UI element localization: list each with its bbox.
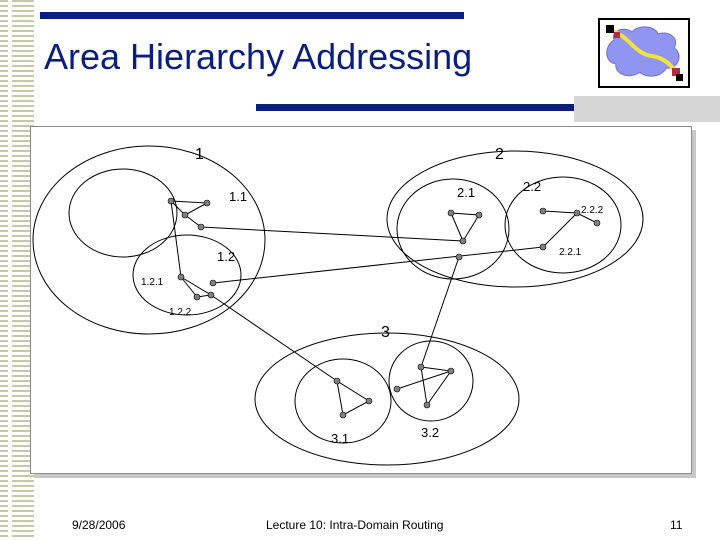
label-area-2-1: 2.1 xyxy=(457,185,475,200)
area-2-1-boundary xyxy=(396,178,510,280)
area-hierarchy-diagram: 1 2 3 1.1 1.2 2.1 2.2 3.1 3.2 1.2.1 1.2.… xyxy=(32,145,644,466)
label-router-1-2-2: 1.2.2 xyxy=(169,307,192,318)
label-area-2: 2 xyxy=(495,146,504,163)
left-stripe-gap xyxy=(8,0,12,540)
area-1-2-boundary xyxy=(132,234,242,316)
area-3-boundary xyxy=(254,332,520,466)
top-accent-bar xyxy=(40,12,464,19)
footer-course-title: Lecture 10: Intra-Domain Routing xyxy=(266,518,444,532)
page-number: 11 xyxy=(670,518,683,532)
network-cloud-icon xyxy=(606,25,683,81)
area-1-boundary xyxy=(32,145,266,335)
area-2-boundary xyxy=(386,150,644,288)
footer-date: 9/28/2006 xyxy=(72,518,126,532)
title-grey-block xyxy=(574,96,720,122)
area-3-2-boundary xyxy=(388,340,474,422)
label-area-1: 1 xyxy=(195,146,204,163)
network-logo xyxy=(598,18,690,88)
area-3-1-boundary xyxy=(294,358,392,444)
label-area-1-2: 1.2 xyxy=(217,249,235,264)
slide-title: Area Hierarchy Addressing xyxy=(44,36,473,77)
label-area-2-2: 2.2 xyxy=(523,179,541,194)
label-area-1-1: 1.1 xyxy=(229,189,247,204)
label-area-3-2: 3.2 xyxy=(421,425,439,440)
diagram-panel: 1 2 3 1.1 1.2 2.1 2.2 3.1 3.2 1.2.1 1.2.… xyxy=(30,126,692,474)
area-1-1-boundary xyxy=(68,168,178,258)
area-2-2-boundary xyxy=(504,176,622,274)
title-underline-bar xyxy=(256,104,574,111)
left-decorative-stripe xyxy=(0,0,34,540)
label-router-2-2-1: 2.2.1 xyxy=(559,247,582,258)
label-area-3: 3 xyxy=(381,324,390,341)
label-area-3-1: 3.1 xyxy=(331,431,349,446)
label-router-2-2-2: 2.2.2 xyxy=(581,205,604,216)
label-router-1-2-1: 1.2.1 xyxy=(141,277,164,288)
